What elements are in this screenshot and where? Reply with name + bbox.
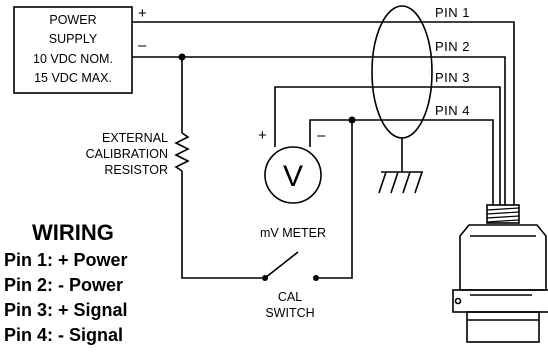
pin3-wire	[274, 86, 501, 205]
power-supply-label-1: POWER	[49, 13, 96, 27]
power-supply-label-3: 10 VDC NOM.	[33, 52, 113, 66]
cable-shield	[371, 5, 433, 172]
cal-switch: CAL SWITCH	[262, 120, 353, 320]
power-supply-label-4: 15 VDC MAX.	[34, 71, 112, 85]
meter-minus: –	[317, 127, 326, 144]
calibration-resistor: EXTERNAL CALIBRATION RESISTOR	[86, 57, 262, 279]
switch-label-2: SWITCH	[265, 306, 314, 320]
power-supply-plus: +	[138, 5, 147, 22]
wiring-pin1: Pin 1: + Power	[4, 250, 128, 270]
switch-contact-right	[313, 275, 319, 281]
pin1-label: PIN 1	[435, 5, 470, 20]
switch-label-1: CAL	[278, 290, 302, 304]
wiring-title: WIRING	[32, 220, 114, 245]
ground-icon	[378, 171, 423, 194]
resistor-label-2: CALIBRATION	[86, 147, 168, 161]
power-supply-box	[13, 6, 133, 94]
pin1-wire	[132, 21, 515, 205]
pin3-label: PIN 3	[435, 70, 470, 85]
pin2-wire	[132, 56, 506, 205]
resistor-label-1: EXTERNAL	[102, 131, 168, 145]
pin4-label: PIN 4	[435, 103, 470, 118]
power-supply-label-2: SUPPLY	[49, 32, 98, 46]
meter-plus: +	[258, 127, 267, 144]
wiring-pin2: Pin 2: - Power	[4, 275, 123, 295]
pin2-label: PIN 2	[435, 39, 470, 54]
wiring-pin3: Pin 3: + Signal	[4, 300, 128, 320]
meter-symbol: V	[283, 160, 303, 193]
power-supply-minus: –	[138, 37, 147, 54]
transducer	[452, 204, 548, 343]
mv-meter: V + – mV METER	[258, 127, 326, 240]
power-supply: POWER SUPPLY 10 VDC NOM. 15 VDC MAX. + –	[13, 5, 147, 94]
resistor-label-3: RESISTOR	[104, 163, 168, 177]
pin4-wire	[309, 119, 494, 205]
wiring-pin4: Pin 4: - Signal	[4, 325, 123, 345]
wiring-legend: WIRING Pin 1: + Power Pin 2: - Power Pin…	[4, 220, 128, 345]
meter-label: mV METER	[260, 226, 326, 240]
